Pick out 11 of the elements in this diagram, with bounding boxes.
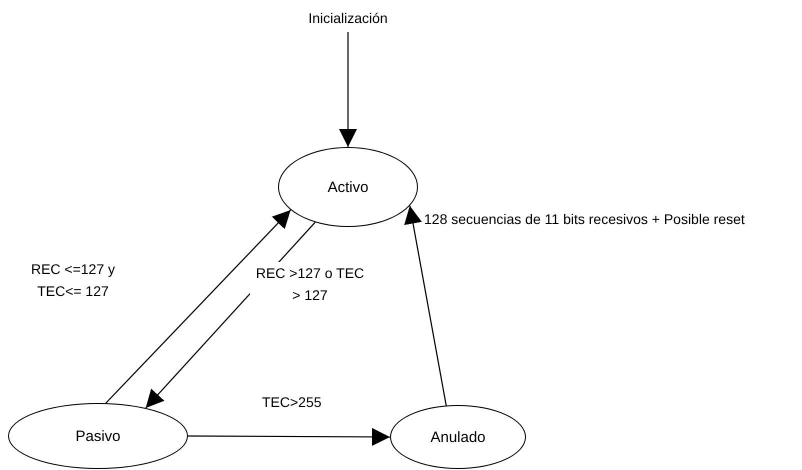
state-name: Anulado	[430, 428, 486, 446]
start-label: Inicialización	[300, 8, 396, 28]
state-ellipse	[390, 405, 526, 469]
arrow	[339, 32, 357, 147]
arrow	[105, 210, 292, 404]
arrow	[188, 428, 390, 446]
state-ellipse	[278, 147, 418, 227]
state-name: Pasivo	[75, 428, 121, 444]
arrow	[404, 206, 447, 406]
state-ellipse	[8, 403, 188, 469]
state-name: Activo	[328, 178, 368, 196]
